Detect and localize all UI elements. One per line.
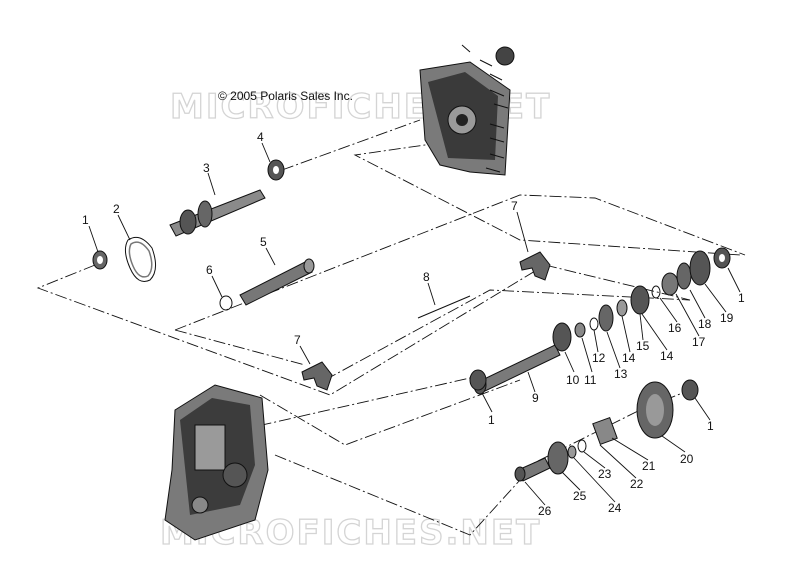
- callout-1-mid: 1: [488, 413, 495, 427]
- callout-14-b: 14: [660, 349, 674, 363]
- callout-5: 5: [260, 235, 267, 249]
- callout-4: 4: [257, 130, 264, 144]
- callout-15: 15: [636, 339, 650, 353]
- callout-1-right-lower: 1: [707, 419, 714, 433]
- shift-rod-part-8: [417, 295, 471, 319]
- callout-17: 17: [692, 335, 706, 349]
- callout-12: 12: [592, 351, 606, 365]
- callout-20: 20: [680, 452, 694, 466]
- gear-stack: [552, 247, 731, 352]
- o-ring-part-6: [219, 295, 233, 311]
- shift-shaft-part-5: [239, 258, 315, 306]
- callout-2: 2: [113, 202, 120, 216]
- callout-26: 26: [538, 504, 552, 518]
- bearing-part-1-mid: [469, 369, 487, 391]
- callout-16: 16: [668, 321, 682, 335]
- cover-bolts: [461, 44, 509, 173]
- input-shaft-part-3: [169, 189, 266, 237]
- callout-6: 6: [206, 263, 213, 277]
- callout-18: 18: [698, 317, 712, 331]
- callout-labels: 1 2 3 4 5 6 7 8 7 9 1 10 11 12 13 14 15 …: [82, 130, 745, 518]
- callout-1-left: 1: [82, 213, 89, 227]
- callout-22: 22: [630, 477, 644, 491]
- callout-13: 13: [614, 367, 628, 381]
- gearcase-housing: [164, 384, 269, 541]
- callout-8: 8: [423, 270, 430, 284]
- leader-lines: [88, 142, 741, 506]
- callout-7-lower: 7: [294, 333, 301, 347]
- assembly-lines: [36, 119, 746, 536]
- callout-10: 10: [566, 373, 580, 387]
- callout-1-right-upper: 1: [738, 291, 745, 305]
- callout-3: 3: [203, 161, 210, 175]
- output-shaft-part-9: [473, 344, 561, 395]
- bearing-part-1-left: [92, 250, 108, 270]
- copyright-text: © 2005 Polaris Sales Inc.: [218, 89, 353, 103]
- gearcase-cover: [419, 46, 515, 176]
- callout-14-a: 14: [622, 351, 636, 365]
- callout-19: 19: [720, 311, 734, 325]
- shift-fork-part-7-lower: [301, 361, 333, 391]
- drive-chain-part-2: [124, 236, 156, 282]
- callout-11: 11: [584, 373, 597, 387]
- callout-9: 9: [532, 391, 539, 405]
- callout-21: 21: [642, 459, 656, 473]
- callout-7-upper: 7: [511, 199, 518, 213]
- lower-gear-parts: [514, 416, 618, 482]
- callout-24: 24: [608, 501, 622, 515]
- bearing-part-4: [267, 159, 285, 181]
- callout-23: 23: [598, 467, 612, 481]
- shift-fork-part-7-upper: [519, 251, 551, 281]
- ring-gear-part-20: [636, 381, 674, 439]
- bearing-part-1-right: [681, 379, 699, 401]
- callout-25: 25: [573, 489, 587, 503]
